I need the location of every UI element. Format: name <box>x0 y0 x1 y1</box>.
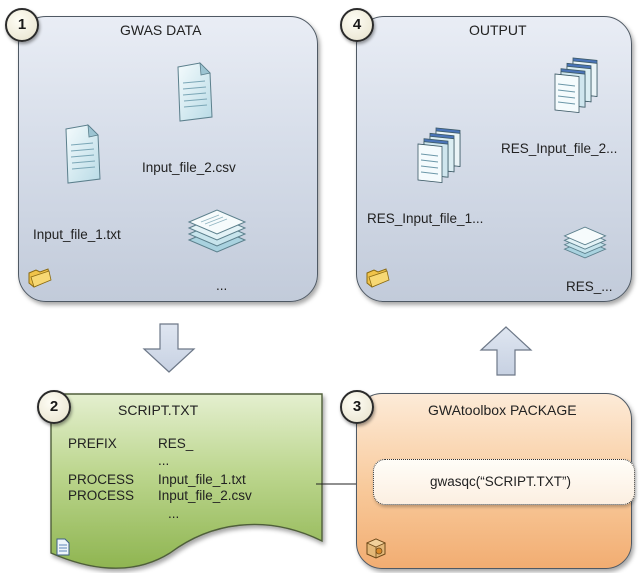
script-line-value: RES_ <box>158 436 194 451</box>
script-line-value: Input_file_1.txt <box>158 472 246 487</box>
folder-icon <box>28 268 52 288</box>
gwas-more-label: ... <box>216 278 228 293</box>
output-file-1-label: RES_Input_file_1... <box>367 211 484 226</box>
document-stack-icon <box>187 209 247 253</box>
script-line-keyword: PROCESS <box>68 488 135 503</box>
document-icon <box>65 123 101 184</box>
script-line-keyword: PROCESS <box>68 472 135 487</box>
output-more-label: RES_... <box>566 279 613 294</box>
multi-window-icon <box>554 57 598 113</box>
script-title: SCRIPT.TXT <box>118 402 199 418</box>
command-box <box>373 459 635 505</box>
document-stack-icon <box>563 226 607 259</box>
script-line-value: ... <box>168 506 180 521</box>
step-badge-3: 3 <box>340 390 374 424</box>
output-title: OUTPUT <box>469 22 527 38</box>
gwas-file-1-label: Input_file_1.txt <box>33 227 121 242</box>
output-file-2-label: RES_Input_file_2... <box>501 141 618 156</box>
script-line-keyword: PREFIX <box>68 436 117 451</box>
step-badge-1: 1 <box>5 8 39 42</box>
gwas-file-2-label: Input_file_2.csv <box>142 160 236 175</box>
step-badge-2: 2 <box>37 390 71 424</box>
step-badge-4: 4 <box>340 8 374 42</box>
gwas-data-title: GWAS DATA <box>120 22 202 38</box>
document-icon <box>177 61 213 122</box>
script-line-value: ... <box>158 453 170 468</box>
folder-icon <box>366 268 390 288</box>
script-document-shape <box>50 393 323 569</box>
script-line-value: Input_file_2.csv <box>158 488 252 503</box>
page-icon <box>56 538 70 556</box>
package-icon <box>366 538 386 559</box>
up-arrow-icon <box>479 326 533 376</box>
multi-window-icon <box>417 127 461 183</box>
command-text: gwasqc(“SCRIPT.TXT”) <box>430 474 572 489</box>
package-title: GWAtoolbox PACKAGE <box>428 402 577 418</box>
down-arrow-icon <box>142 323 196 373</box>
